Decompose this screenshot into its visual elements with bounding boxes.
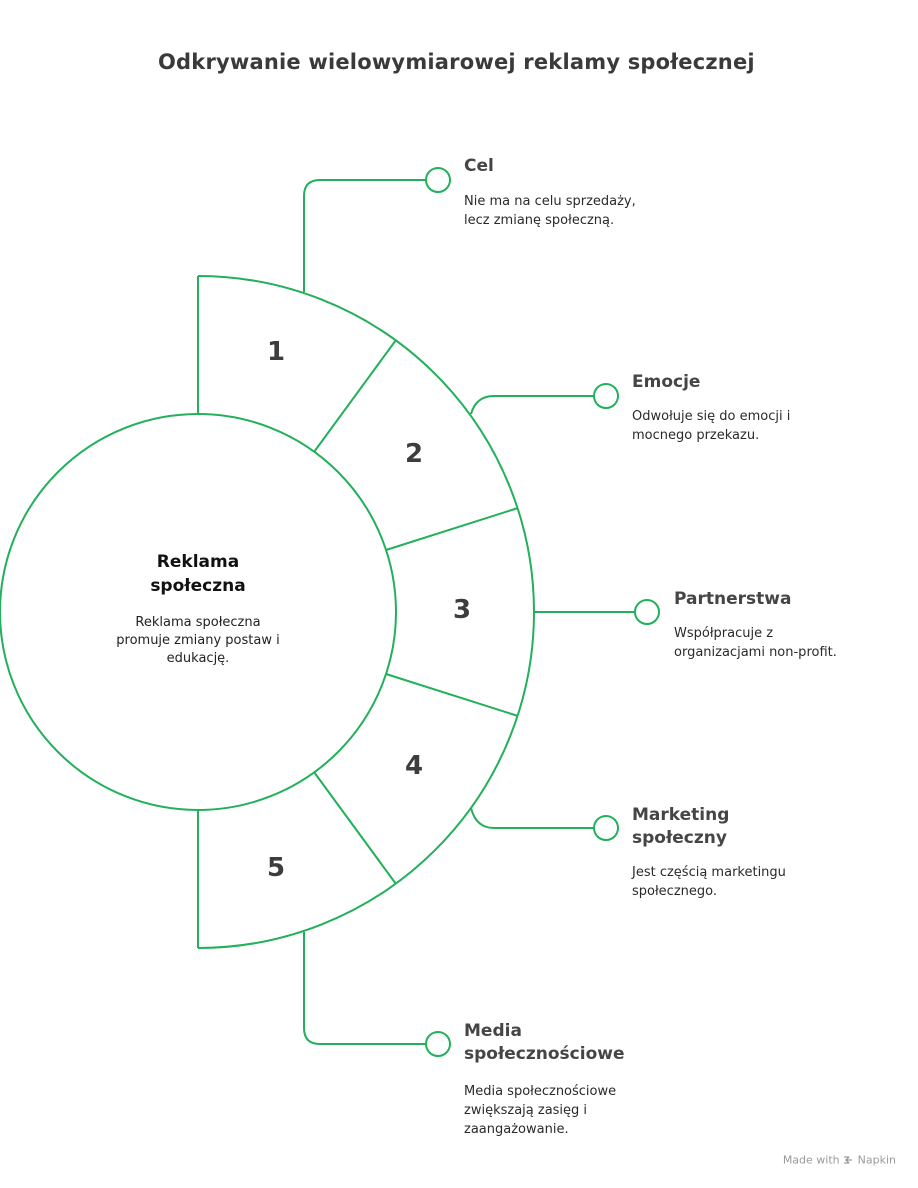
center-title-line1: Reklama xyxy=(156,552,240,572)
item-title-line1: Emocje xyxy=(632,372,701,392)
item-desc-line1: Media społecznościowe xyxy=(464,1084,617,1099)
item-desc-line1: Jest częścią marketingu xyxy=(632,865,786,880)
item-title-line1: Media xyxy=(464,1021,522,1041)
item-title-line2: społeczny xyxy=(632,828,727,848)
item-desc-line2: społecznego. xyxy=(632,884,717,899)
napkin-logo-icon xyxy=(844,1155,853,1164)
item-desc-marketing: Jest częścią marketingu społecznego. xyxy=(632,863,872,901)
page-title: Odkrywanie wielowymiarowej reklamy społe… xyxy=(158,50,755,74)
connector-node-cel xyxy=(425,167,451,193)
connector-node-emocje xyxy=(593,383,619,409)
item-title-line1: Cel xyxy=(464,156,494,176)
item-desc-line1: Odwołuje się do emocji i xyxy=(632,409,791,424)
item-title-marketing: Marketing społeczny xyxy=(632,804,852,850)
center-desc-line2: promuje zmiany postaw i xyxy=(116,633,280,648)
connector-node-media xyxy=(425,1031,451,1057)
item-desc-line2: lecz zmianę społeczną. xyxy=(464,213,615,228)
center-description: Reklama społeczna promuje zmiany postaw … xyxy=(98,614,298,668)
segment-number-5: 5 xyxy=(266,853,286,883)
footer-credit: Made with Napkin xyxy=(783,1153,896,1167)
separator-3-4 xyxy=(385,673,519,717)
item-desc-cel: Nie ma na celu sprzedaży, lecz zmianę sp… xyxy=(464,192,704,230)
item-title-media: Media społecznościowe xyxy=(464,1020,684,1066)
item-desc-line3: zaangażowanie. xyxy=(464,1122,569,1137)
connector-node-marketing xyxy=(593,815,619,841)
center-title-line2: społeczna xyxy=(150,576,246,596)
center-title: Reklama społeczna xyxy=(98,550,298,598)
connector-marketing xyxy=(470,807,594,829)
separator-2-3 xyxy=(385,507,519,551)
made-with-label: Made with xyxy=(782,1153,840,1167)
center-desc-line3: edukację. xyxy=(166,651,230,666)
item-desc-line1: Współpracuje z xyxy=(674,626,774,641)
outer-arc xyxy=(197,275,535,949)
center-circle xyxy=(0,413,397,811)
connector-cel xyxy=(303,179,426,292)
segment-number-3: 3 xyxy=(452,595,472,625)
item-title-line1: Partnerstwa xyxy=(674,589,792,609)
separator-1-2 xyxy=(313,339,397,453)
item-title-cel: Cel xyxy=(464,155,684,178)
item-desc-line2: organizacjami non-profit. xyxy=(674,645,837,660)
brand-label: Napkin xyxy=(857,1153,896,1167)
item-desc-line2: mocnego przekazu. xyxy=(632,428,760,443)
connector-emocje xyxy=(470,395,594,415)
segment-number-4: 4 xyxy=(404,751,424,781)
item-title-emocje: Emocje xyxy=(632,371,852,394)
connector-node-partnerstwa xyxy=(634,599,660,625)
item-title-line1: Marketing xyxy=(632,805,730,825)
segment-number-1: 1 xyxy=(266,337,286,367)
item-title-partnerstwa: Partnerstwa xyxy=(674,588,894,611)
center-desc-line1: Reklama społeczna xyxy=(135,615,261,630)
item-desc-emocje: Odwołuje się do emocji i mocnego przekaz… xyxy=(632,407,872,445)
separator-4-5 xyxy=(313,771,397,885)
connector-media xyxy=(303,932,426,1045)
item-title-line2: społecznościowe xyxy=(464,1044,625,1064)
item-desc-line1: Nie ma na celu sprzedaży, xyxy=(464,194,636,209)
item-desc-line2: zwiększają zasięg i xyxy=(464,1103,588,1118)
segment-number-2: 2 xyxy=(404,439,424,469)
item-desc-media: Media społecznościowe zwiększają zasięg … xyxy=(464,1082,704,1139)
item-desc-partnerstwa: Współpracuje z organizacjami non-profit. xyxy=(674,624,914,662)
